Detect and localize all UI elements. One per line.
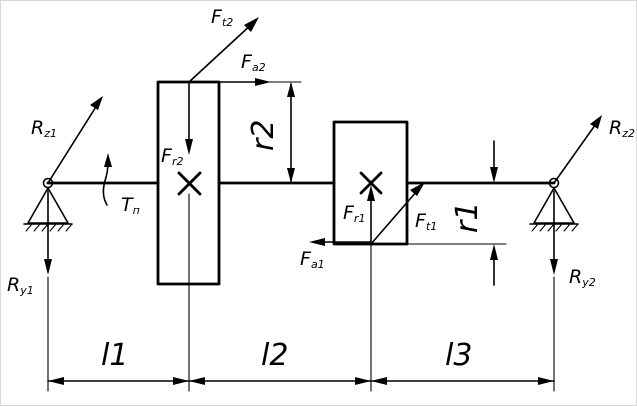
ft2-arrow: [188, 17, 259, 83]
label-fr2: Fr2: [161, 145, 183, 168]
label-tn: Tп: [121, 194, 140, 217]
l3-dimension-line: [370, 377, 555, 385]
fr2-arrow: [185, 81, 193, 155]
l1-dimension-line: [47, 377, 190, 385]
label-l1: l1: [101, 338, 128, 373]
ry2-arrow: [550, 190, 558, 275]
l2-dimension-line: [188, 377, 372, 385]
label-ft2: Ft2: [211, 6, 233, 29]
r1-dimension: [370, 140, 507, 286]
label-l3: l3: [445, 338, 472, 373]
rz2-arrow: [553, 115, 602, 184]
label-fr1: Fr1: [343, 202, 365, 225]
label-rz1: Rz1: [31, 117, 57, 140]
ry1-arrow: [44, 190, 52, 275]
label-r2: r2: [246, 120, 281, 151]
label-r1: r1: [450, 202, 485, 233]
fa1-arrow: [309, 238, 372, 246]
rz1-arrow: [47, 96, 103, 184]
label-ry1: Ry1: [7, 274, 34, 297]
r2-dimension: [218, 81, 302, 183]
label-ft1: Ft1: [415, 210, 437, 233]
ft1-arrow: [370, 182, 425, 245]
label-rz2: Rz2: [609, 117, 635, 140]
torque-tn-arrow: [102, 153, 112, 206]
label-ry2: Ry2: [569, 266, 596, 289]
label-fa1: Fa1: [300, 248, 325, 271]
label-l2: l2: [261, 338, 288, 373]
fr1-arrow: [367, 185, 375, 245]
label-fa2: Fa2: [241, 51, 266, 74]
